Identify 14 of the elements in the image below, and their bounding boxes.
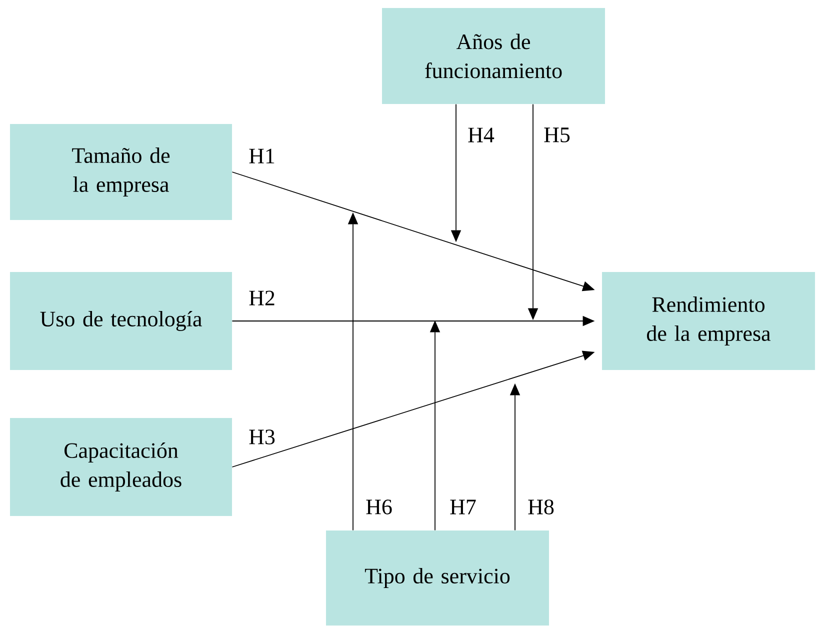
factor-box: Tipo de servicio bbox=[326, 530, 549, 626]
factor-box: Años de funcionamiento bbox=[382, 8, 605, 104]
edge-label: H3 bbox=[248, 428, 276, 446]
edge-label: H5 bbox=[542, 126, 572, 144]
factor-box: Uso de tecnología bbox=[10, 272, 232, 370]
factor-box: Rendimiento de la empresa bbox=[602, 272, 815, 370]
factor-box: Capacitación de empleados bbox=[10, 418, 232, 516]
factor-box: Tamaño de la empresa bbox=[10, 124, 232, 220]
edge-label: H8 bbox=[526, 498, 556, 516]
edge-label: H1 bbox=[248, 148, 276, 164]
edge-label: H2 bbox=[248, 290, 276, 306]
edge-label: H6 bbox=[364, 498, 394, 516]
edge-label: H7 bbox=[448, 498, 478, 516]
edge-label: H4 bbox=[466, 126, 496, 144]
